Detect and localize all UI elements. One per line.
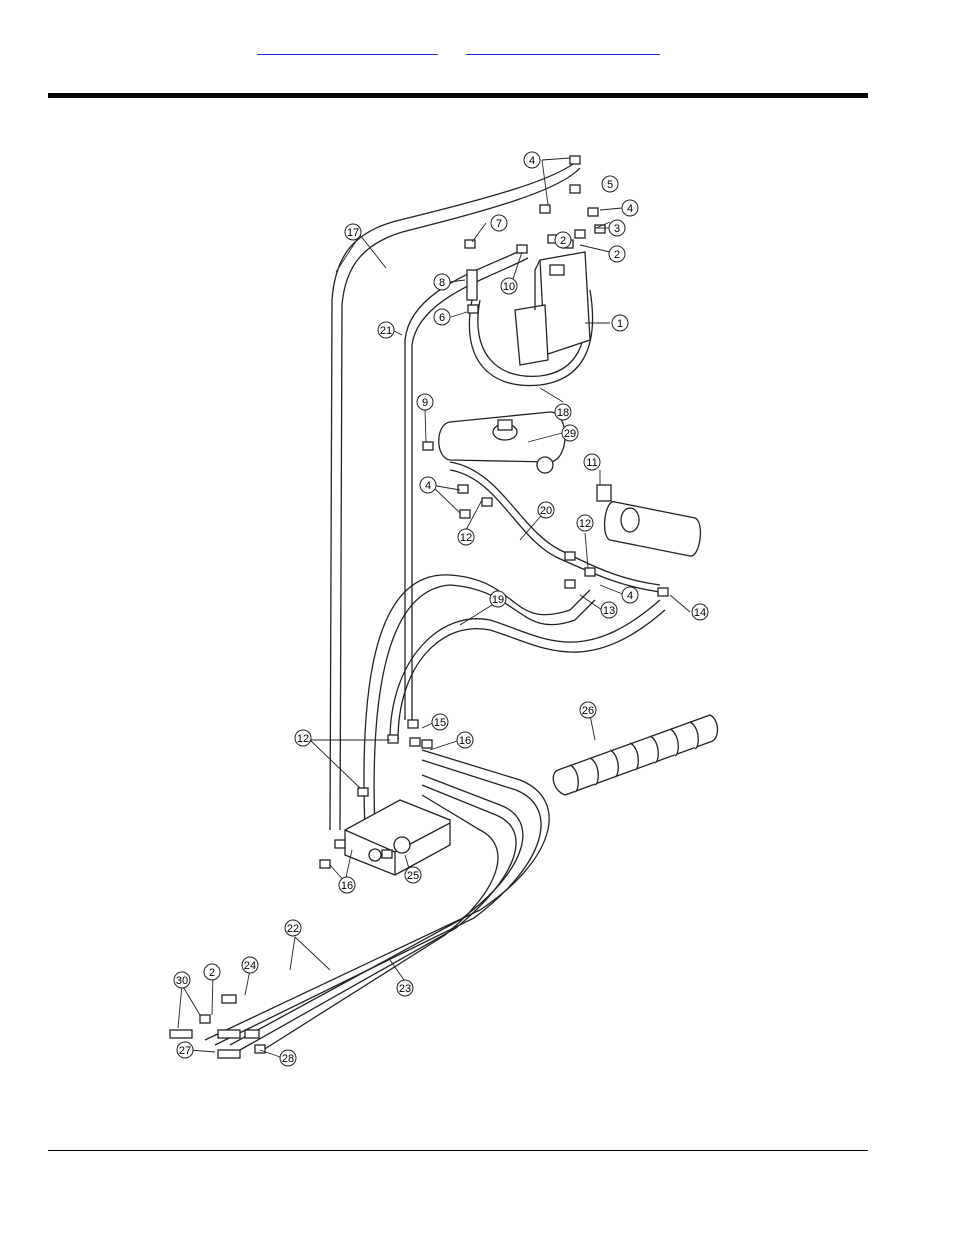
valve-block-25 xyxy=(344,799,451,876)
callout-14: 14 xyxy=(694,607,706,619)
callout-3: 3 xyxy=(614,223,620,235)
callout-2c: 2 xyxy=(209,967,215,979)
callout-2b: 2 xyxy=(560,235,566,247)
callout-4b: 4 xyxy=(627,203,633,215)
cylinder-11 xyxy=(596,484,702,557)
callout-11: 11 xyxy=(586,457,597,469)
callout-30: 30 xyxy=(176,975,188,987)
hose-17 xyxy=(329,157,581,831)
callout-5: 5 xyxy=(607,179,613,191)
hose-22-23 xyxy=(204,749,550,1053)
callout-26: 26 xyxy=(582,705,594,717)
callout-6: 6 xyxy=(439,312,445,324)
cylinder-29 xyxy=(438,411,566,474)
callout-7: 7 xyxy=(496,218,502,230)
callout-10: 10 xyxy=(503,281,515,293)
callout-8: 8 xyxy=(439,277,445,289)
callout-19: 19 xyxy=(492,594,504,606)
nav-link-2[interactable] xyxy=(466,40,660,55)
callout-23: 23 xyxy=(399,983,411,995)
callout-4c: 4 xyxy=(425,480,431,492)
callout-29: 29 xyxy=(564,428,576,440)
callout-21: 21 xyxy=(380,325,392,337)
callout-22: 22 xyxy=(287,923,299,935)
valve-1 xyxy=(514,251,591,366)
callout-17: 17 xyxy=(347,227,359,239)
callout-1: 1 xyxy=(617,318,623,330)
callout-labels: 1 2 2 3 4 4 4 4 5 6 7 8 9 10 11 12 12 12… xyxy=(176,155,706,1065)
callout-27: 27 xyxy=(179,1045,191,1057)
callout-13: 13 xyxy=(603,605,615,617)
callout-bubbles xyxy=(173,151,709,1067)
callout-24: 24 xyxy=(244,960,256,972)
hose-19 xyxy=(363,574,666,831)
callout-4: 4 xyxy=(529,155,535,167)
footer-rule xyxy=(48,1150,868,1151)
spiral-wrap-26 xyxy=(552,714,719,796)
callout-25: 25 xyxy=(407,870,419,882)
callouts xyxy=(177,157,691,1059)
callout-15: 15 xyxy=(434,717,446,729)
nav-link-1[interactable] xyxy=(257,40,438,55)
hydraulic-parts-diagram: 1 2 2 3 4 4 4 4 5 6 7 8 9 10 11 12 12 12… xyxy=(160,140,720,1080)
hose-20 xyxy=(449,461,661,593)
callout-16: 16 xyxy=(459,735,471,747)
callout-20: 20 xyxy=(540,505,552,517)
callout-18: 18 xyxy=(557,407,569,419)
fittings xyxy=(169,155,669,1059)
callout-12: 12 xyxy=(460,532,472,544)
callout-16b: 16 xyxy=(341,880,353,892)
callout-2: 2 xyxy=(614,249,620,261)
callout-12c: 12 xyxy=(297,733,309,745)
callout-28: 28 xyxy=(282,1053,294,1065)
callout-12b: 12 xyxy=(579,518,591,530)
callout-4d: 4 xyxy=(627,590,633,602)
header-rule xyxy=(48,93,868,98)
callout-9: 9 xyxy=(422,397,428,409)
